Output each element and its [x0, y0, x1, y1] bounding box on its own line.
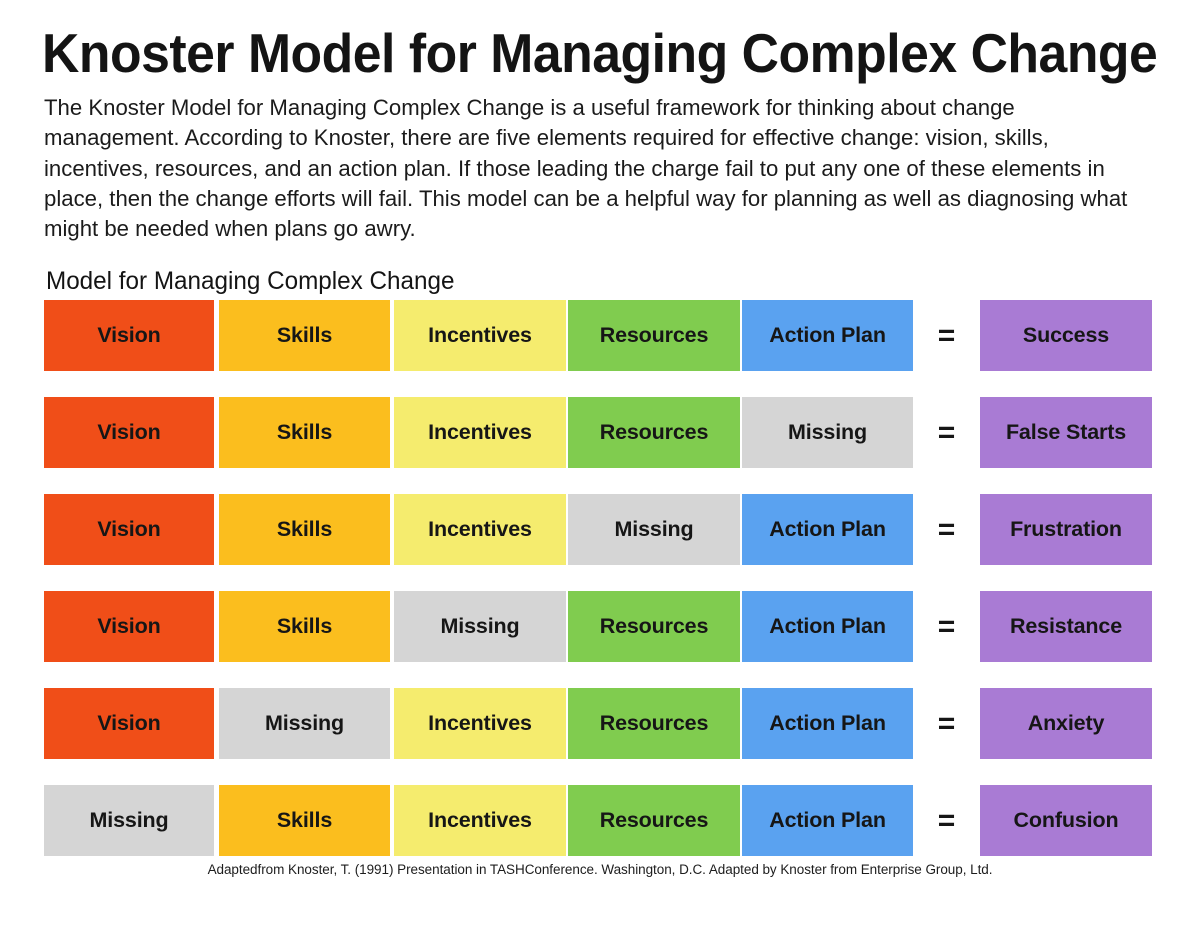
matrix-cell-element[interactable]: Resources [568, 397, 740, 468]
matrix-cell-element[interactable]: Incentives [394, 785, 566, 856]
matrix-cell-missing[interactable]: Missing [742, 397, 913, 468]
matrix-cell-element[interactable]: Action Plan [742, 494, 913, 565]
matrix-cell-element[interactable]: Skills [219, 785, 390, 856]
matrix-result-cell[interactable]: Resistance [980, 591, 1152, 662]
matrix-cell-missing[interactable]: Missing [219, 688, 390, 759]
matrix-cell-element[interactable]: Skills [219, 397, 390, 468]
intro-paragraph: The Knoster Model for Managing Complex C… [44, 95, 1128, 241]
matrix-cell-element[interactable]: Incentives [394, 494, 566, 565]
matrix-cell-missing[interactable]: Missing [44, 785, 214, 856]
attribution-note: Adaptedfrom Knoster, T. (1991) Presentat… [207, 862, 993, 877]
matrix-cell-element[interactable]: Action Plan [742, 688, 913, 759]
matrix-cell-element[interactable]: Action Plan [742, 300, 913, 371]
matrix-result-cell[interactable]: Confusion [980, 785, 1152, 856]
equals-sign: = [937, 803, 956, 837]
matrix-result-cell[interactable]: Anxiety [980, 688, 1152, 759]
matrix-cell-element[interactable]: Resources [568, 688, 740, 759]
equals-sign: = [937, 512, 956, 546]
matrix-result-cell[interactable]: Frustration [980, 494, 1152, 565]
matrix-cell-element[interactable]: Skills [219, 494, 390, 565]
matrix-cell-element[interactable]: Vision [44, 494, 214, 565]
matrix-cell-element[interactable]: Incentives [394, 300, 566, 371]
matrix-cell-element[interactable]: Vision [44, 397, 214, 468]
matrix-cell-element[interactable]: Resources [568, 300, 740, 371]
header-block: Knoster Model for Managing Complex Chang… [0, 0, 1200, 244]
matrix-cell-element[interactable]: Incentives [394, 688, 566, 759]
matrix-cell-element[interactable]: Resources [568, 785, 740, 856]
section-title: Model for Managing Complex Change [46, 267, 455, 296]
matrix-cell-element[interactable]: Action Plan [742, 785, 913, 856]
matrix-cell-element[interactable]: Vision [44, 688, 214, 759]
matrix-cell-element[interactable]: Vision [44, 300, 214, 371]
equals-sign: = [937, 318, 956, 352]
matrix-cell-element[interactable]: Resources [568, 591, 740, 662]
matrix-cell-element[interactable]: Skills [219, 591, 390, 662]
page-title: Knoster Model for Managing Complex Chang… [42, 22, 1158, 84]
equals-sign: = [937, 609, 956, 643]
matrix-cell-element[interactable]: Action Plan [742, 591, 913, 662]
matrix-cell-element[interactable]: Skills [219, 300, 390, 371]
equals-sign: = [937, 706, 956, 740]
equals-sign: = [937, 415, 956, 449]
matrix-cell-missing[interactable]: Missing [394, 591, 566, 662]
matrix-cell-element[interactable]: Incentives [394, 397, 566, 468]
matrix-cell-missing[interactable]: Missing [568, 494, 740, 565]
matrix-cell-element[interactable]: Vision [44, 591, 214, 662]
matrix-result-cell[interactable]: False Starts [980, 397, 1152, 468]
matrix-result-cell[interactable]: Success [980, 300, 1152, 371]
